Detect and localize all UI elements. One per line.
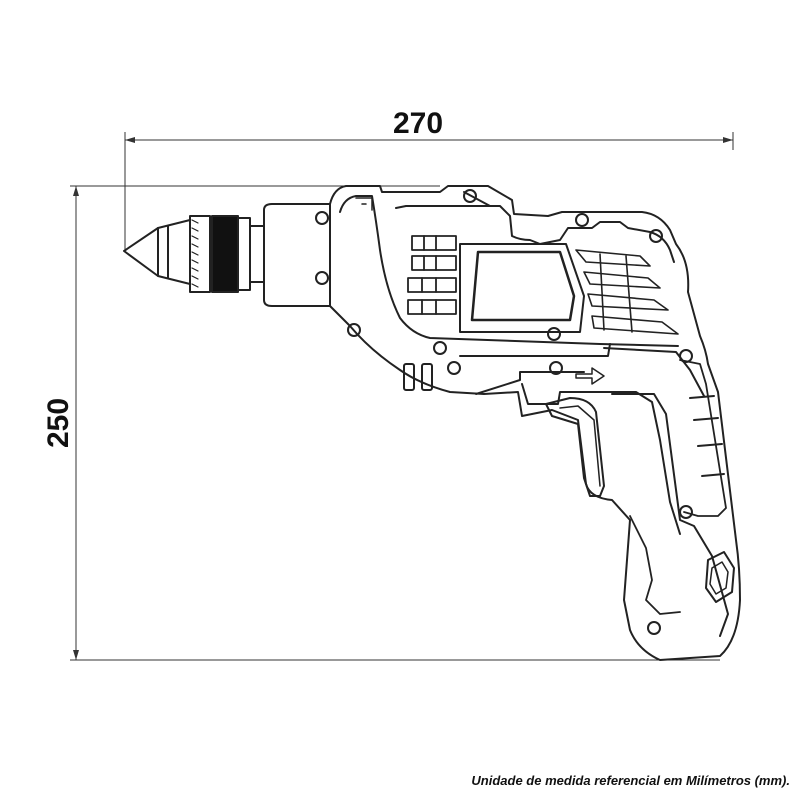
front-window-inner [470, 250, 576, 322]
trigger [545, 397, 605, 497]
chuck-band [211, 215, 239, 293]
drill-illustration [123, 185, 741, 661]
height-dimension-label: 250 [42, 398, 75, 448]
front-window-outer [459, 243, 585, 333]
width-dimension [124, 132, 734, 252]
rear-fins [575, 249, 679, 335]
chuck-collar [189, 215, 211, 293]
vent-slots [407, 235, 457, 315]
width-dimension-label: 270 [393, 107, 443, 140]
drill-body-outline [329, 185, 741, 661]
handle-badge [705, 551, 735, 603]
side-slots [403, 363, 433, 391]
measurement-footnote: Unidade de medida referencial em Milímet… [471, 773, 790, 788]
drill-bit [123, 227, 159, 277]
handle-grip [611, 393, 729, 637]
drill-nose [263, 203, 331, 307]
direction-arrow [575, 367, 605, 385]
